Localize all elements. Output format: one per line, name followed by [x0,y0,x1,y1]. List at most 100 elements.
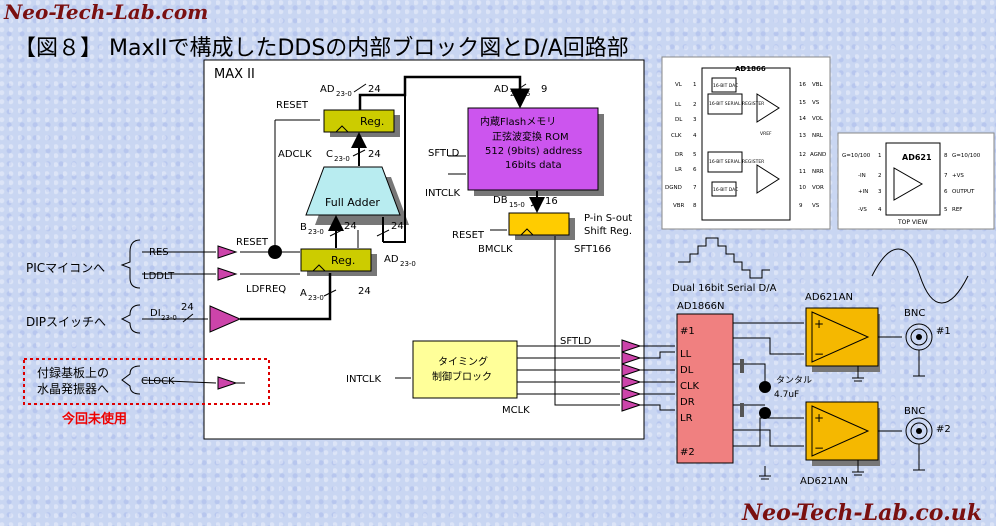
cap-line2: 4.7uF [774,390,799,400]
dac-label: AD1866N [677,301,724,312]
label-reset3: RESET [452,230,485,241]
timing-block [412,340,518,399]
ad621-lpin-0: G=10/100 [842,153,871,159]
ad621-lpin-3: -VS [858,207,867,213]
label-di-sub: 23-0 [161,314,177,322]
watermark-top: Neo-Tech-Lab.com [4,0,209,24]
reg-top-label: Reg. [360,115,384,128]
label-b-w1: 24 [344,221,357,232]
label-c: C [326,149,333,160]
label-a-w: 24 [358,286,371,297]
label-a: A [300,288,307,299]
ad1866-block-1: 16-BIT SERIAL REGISTER [709,101,764,107]
ad1866-lpin-1: LL [675,102,682,108]
shift-line1: P-in S-out [584,213,632,224]
ad1866-rpin-6: VOR [812,185,824,191]
ad1866-lnum-6: 7 [693,185,697,191]
dac-ll: LL [680,349,692,360]
buffer-res [217,245,238,259]
ad621-lnum-1: 2 [878,173,882,179]
label-db-sub: 15-0 [509,201,525,209]
ad1866-lnum-1: 2 [693,102,697,108]
label-ad-top-sub: 23-0 [336,90,352,98]
ad1866-vref: VREF [760,131,772,137]
staircase-wave [678,237,770,279]
label-intclk1: INTCLK [425,188,461,199]
ad1866-block-0: 16-BIT DAC [713,83,738,89]
label-di-w: 24 [181,302,194,313]
label-c-sub: 23-0 [334,155,350,163]
watermark-bottom: Neo-Tech-Lab.co.uk [742,500,982,526]
ad1866-lnum-7: 8 [693,203,697,209]
dac-pin1: #1 [680,326,695,337]
ad621-rpin-3: REF [952,207,962,213]
bnc-top: BNC [904,308,925,319]
rom-line2: 正弦波変換 ROM [492,130,569,143]
ad1866-lnum-0: 1 [693,82,697,88]
ad621-rnum-1: 7 [944,173,948,179]
label-bmclk: BMCLK [478,244,513,255]
amp-bottom-label: AD621AN [800,476,848,487]
label-adclk: ADCLK [278,149,312,160]
ad1866-rpin-4: AGND [810,152,826,158]
label-sftld1: SFTLD [428,148,460,159]
ad1866-lnum-4: 5 [693,152,697,158]
ad1866-datasheet [661,56,831,230]
label-b-w2: 24 [391,221,404,232]
ad1866-lnum-2: 3 [693,117,697,123]
label-lddlt: LDDLT [143,271,175,282]
rom-line3: 512 (9bits) address [485,146,582,157]
ad621-lnum-2: 3 [878,189,882,195]
label-c-w: 24 [368,149,381,160]
dac-clk: CLK [680,381,700,392]
ad1866-name: AD1866 [735,65,766,73]
label-ldfreq: LDFREQ [246,284,286,295]
amp-top [805,307,879,367]
buffer-clock [217,376,238,390]
ad1866-lpin-6: DGND [665,185,682,191]
ad621-rpin-1: +VS [952,173,964,179]
ad1866-lpin-4: DR [675,152,683,158]
unused-box [23,358,270,405]
label-clock: CLOCK [141,376,175,387]
ad1866-rpin-2: VOL [812,116,824,122]
ad1866-rnum-7: 9 [799,203,803,209]
timing-line2: 制御ブロック [432,370,492,383]
full-adder [305,166,401,216]
label-ad-top-w: 24 [368,84,381,95]
svg-text:−: − [814,441,824,455]
ad1866-rnum-6: 10 [799,185,806,191]
ad1866-rnum-0: 16 [799,82,806,88]
label-intclk2: INTCLK [346,374,382,385]
amp-bottom [805,401,879,461]
label-ad-rom: AD [494,84,509,95]
rom-line4: 16bits data [505,160,562,171]
label-ad-rom-w: 9 [541,84,547,95]
ad1866-block-2: 16-BIT SERIAL REGISTER [709,159,764,165]
ad621-lpin-1: -IN [858,173,866,179]
bnc-bot: BNC [904,406,925,417]
dac-ad1866n [676,313,734,464]
buffer-di [209,305,242,333]
ad621-lnum-3: 4 [878,207,882,213]
ad1866-rpin-3: NRL [812,133,824,139]
ad621-rpin-2: OUTPUT [952,189,975,195]
dac-dr: DR [680,397,695,408]
rom-block [467,107,599,191]
label-xtal2: 水晶発振器へ [37,382,109,396]
label-res: RES [149,247,169,258]
shift-reg [508,212,570,236]
ad1866-rnum-1: 15 [799,100,806,106]
maxii-label: MAX II [214,67,255,82]
label-a-sub: 23-0 [308,294,324,302]
ad1866-lpin-3: CLK [671,133,682,139]
ad1866-rpin-5: NRR [812,169,824,175]
ad1866-lpin-5: LR [675,167,682,173]
label-b: B [300,222,307,233]
label-mclk: MCLK [502,405,530,416]
label-ad-right-sub: 23-0 [400,260,416,268]
ad621-rpin-0: G=10/100 [952,153,981,159]
ad1866-rnum-3: 13 [799,133,806,139]
ad1866-block-3: 16-BIT DAC [713,187,738,193]
